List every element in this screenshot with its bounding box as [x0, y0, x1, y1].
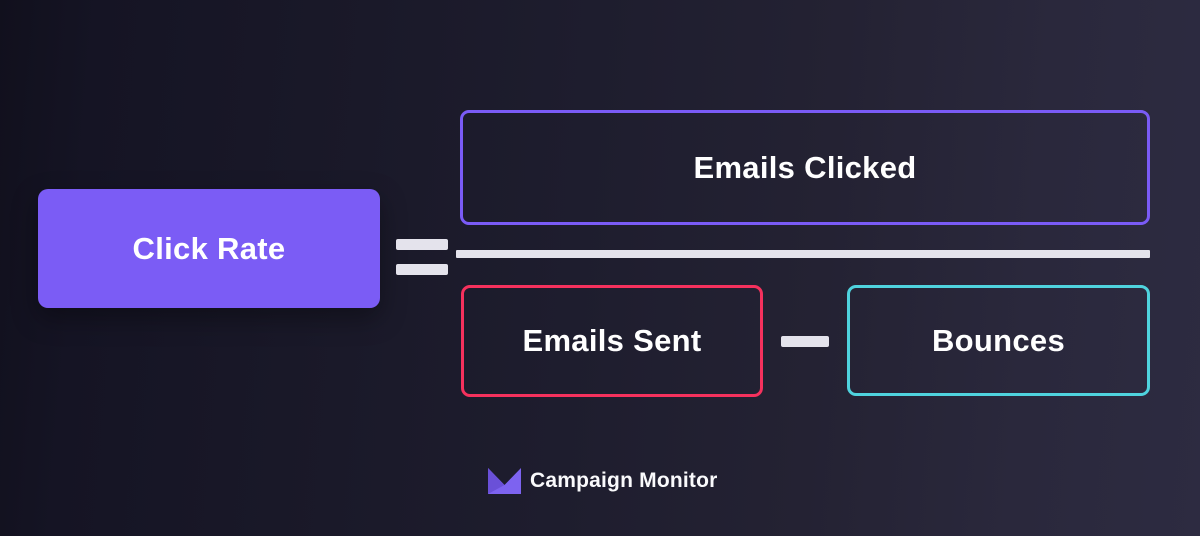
campaign-monitor-logo: Campaign Monitor [488, 466, 718, 495]
bounces-label: Bounces [931, 322, 1066, 358]
fraction-divider-line [456, 250, 1150, 258]
emails-sent-box: Emails Sent [461, 285, 763, 397]
emails-clicked-box: Emails Clicked [460, 110, 1150, 225]
click-rate-label: Click Rate [132, 230, 286, 266]
emails-sent-label: Emails Sent [522, 323, 702, 358]
minus-sign [781, 336, 829, 347]
emails-clicked-label: Emails Clicked [693, 149, 917, 185]
equals-sign [396, 239, 448, 275]
minus-bar [781, 336, 829, 347]
equals-bar-bottom [396, 264, 448, 275]
campaign-monitor-mark-icon [488, 468, 521, 494]
campaign-monitor-wordmark: Campaign Monitor [530, 468, 718, 492]
click-rate-box: Click Rate [38, 189, 380, 308]
bounces-box: Bounces [847, 285, 1150, 396]
equals-bar-top [396, 239, 448, 250]
